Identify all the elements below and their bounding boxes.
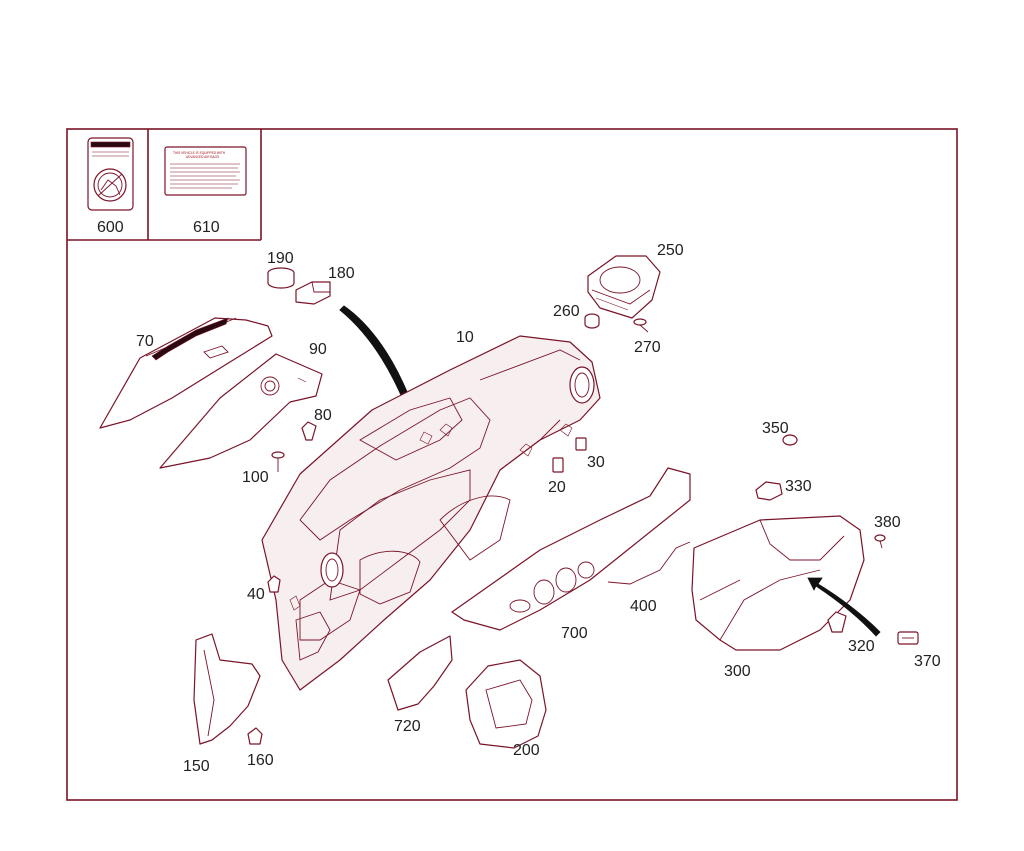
part-270-bolt[interactable] [633, 318, 649, 333]
legend-item-610[interactable]: THIS VEHICLE IS EQUIPPED WITH ADVANCED A… [164, 146, 247, 236]
part-70-upper-cover[interactable] [99, 317, 273, 429]
assembly-arrow-300 [807, 577, 881, 637]
callout-370[interactable]: 370 [914, 653, 941, 670]
callout-40[interactable]: 40 [247, 586, 265, 603]
part-20-clip[interactable] [552, 457, 564, 473]
airbag-label-line-2: ADVANCED AIR BAGS [186, 155, 219, 159]
warning-sticker-header [90, 141, 131, 148]
callout-190[interactable]: 190 [267, 250, 294, 267]
callout-70[interactable]: 70 [136, 333, 154, 350]
callout-80[interactable]: 80 [314, 407, 332, 424]
part-330-latch[interactable] [755, 481, 783, 501]
diagram-frame [66, 128, 958, 801]
right-air-vent [569, 366, 595, 404]
callout-250[interactable]: 250 [657, 242, 684, 259]
airbag-label-line-1: THIS VEHICLE IS EQUIPPED WITH [173, 151, 226, 155]
part-90-insulation-mat[interactable] [159, 353, 323, 469]
part-150-side-panel[interactable] [193, 633, 261, 745]
part-380-screw[interactable] [874, 534, 886, 549]
callout-330[interactable]: 330 [785, 478, 812, 495]
callout-270[interactable]: 270 [634, 339, 661, 356]
callout-320[interactable]: 320 [848, 638, 875, 655]
part-200-knee-bolster[interactable] [465, 659, 547, 749]
part-250-airbag-module[interactable] [587, 255, 661, 319]
part-260-nut[interactable] [584, 313, 600, 329]
left-air-vent [320, 552, 344, 588]
callout-300[interactable]: 300 [724, 663, 751, 680]
part-350-clip[interactable] [782, 434, 798, 446]
callout-90[interactable]: 90 [309, 341, 327, 358]
part-720-lower-cover[interactable] [387, 635, 453, 711]
callout-150[interactable]: 150 [183, 758, 210, 775]
part-190-bumper[interactable] [267, 267, 295, 289]
part-400-cable[interactable] [607, 541, 691, 585]
callout-380[interactable]: 380 [874, 514, 901, 531]
part-180-foam-block[interactable] [295, 281, 331, 305]
part-370-connector[interactable] [897, 631, 919, 645]
callout-260[interactable]: 260 [553, 303, 580, 320]
callout-10[interactable]: 10 [456, 329, 474, 346]
part-10-instrument-panel[interactable] [261, 335, 601, 691]
callout-400[interactable]: 400 [630, 598, 657, 615]
legend-item-600[interactable]: 600 [87, 137, 134, 236]
airbag-label-610 [164, 146, 247, 196]
part-160-clip[interactable] [247, 727, 263, 745]
part-80-clip[interactable] [301, 421, 317, 441]
callout-labels: 10 20 30 40 70 80 90 100 150 160 180 190… [136, 242, 941, 775]
part-700-trim-strip[interactable] [451, 467, 691, 631]
callout-180[interactable]: 180 [328, 265, 355, 282]
callout-720[interactable]: 720 [394, 718, 421, 735]
callout-30[interactable]: 30 [587, 454, 605, 471]
legend-number-600: 600 [97, 219, 124, 236]
callout-160[interactable]: 160 [247, 752, 274, 769]
callout-700[interactable]: 700 [561, 625, 588, 642]
callout-20[interactable]: 20 [548, 479, 566, 496]
part-320-clip[interactable] [827, 611, 847, 633]
callout-350[interactable]: 350 [762, 420, 789, 437]
callout-200[interactable]: 200 [513, 742, 540, 759]
part-40-clip[interactable] [267, 575, 281, 593]
part-30-clip[interactable] [575, 437, 587, 451]
legend-number-610: 610 [193, 219, 220, 236]
part-100-screw[interactable] [271, 451, 285, 472]
callout-100[interactable]: 100 [242, 469, 269, 486]
part-300-glove-box[interactable] [691, 515, 865, 651]
